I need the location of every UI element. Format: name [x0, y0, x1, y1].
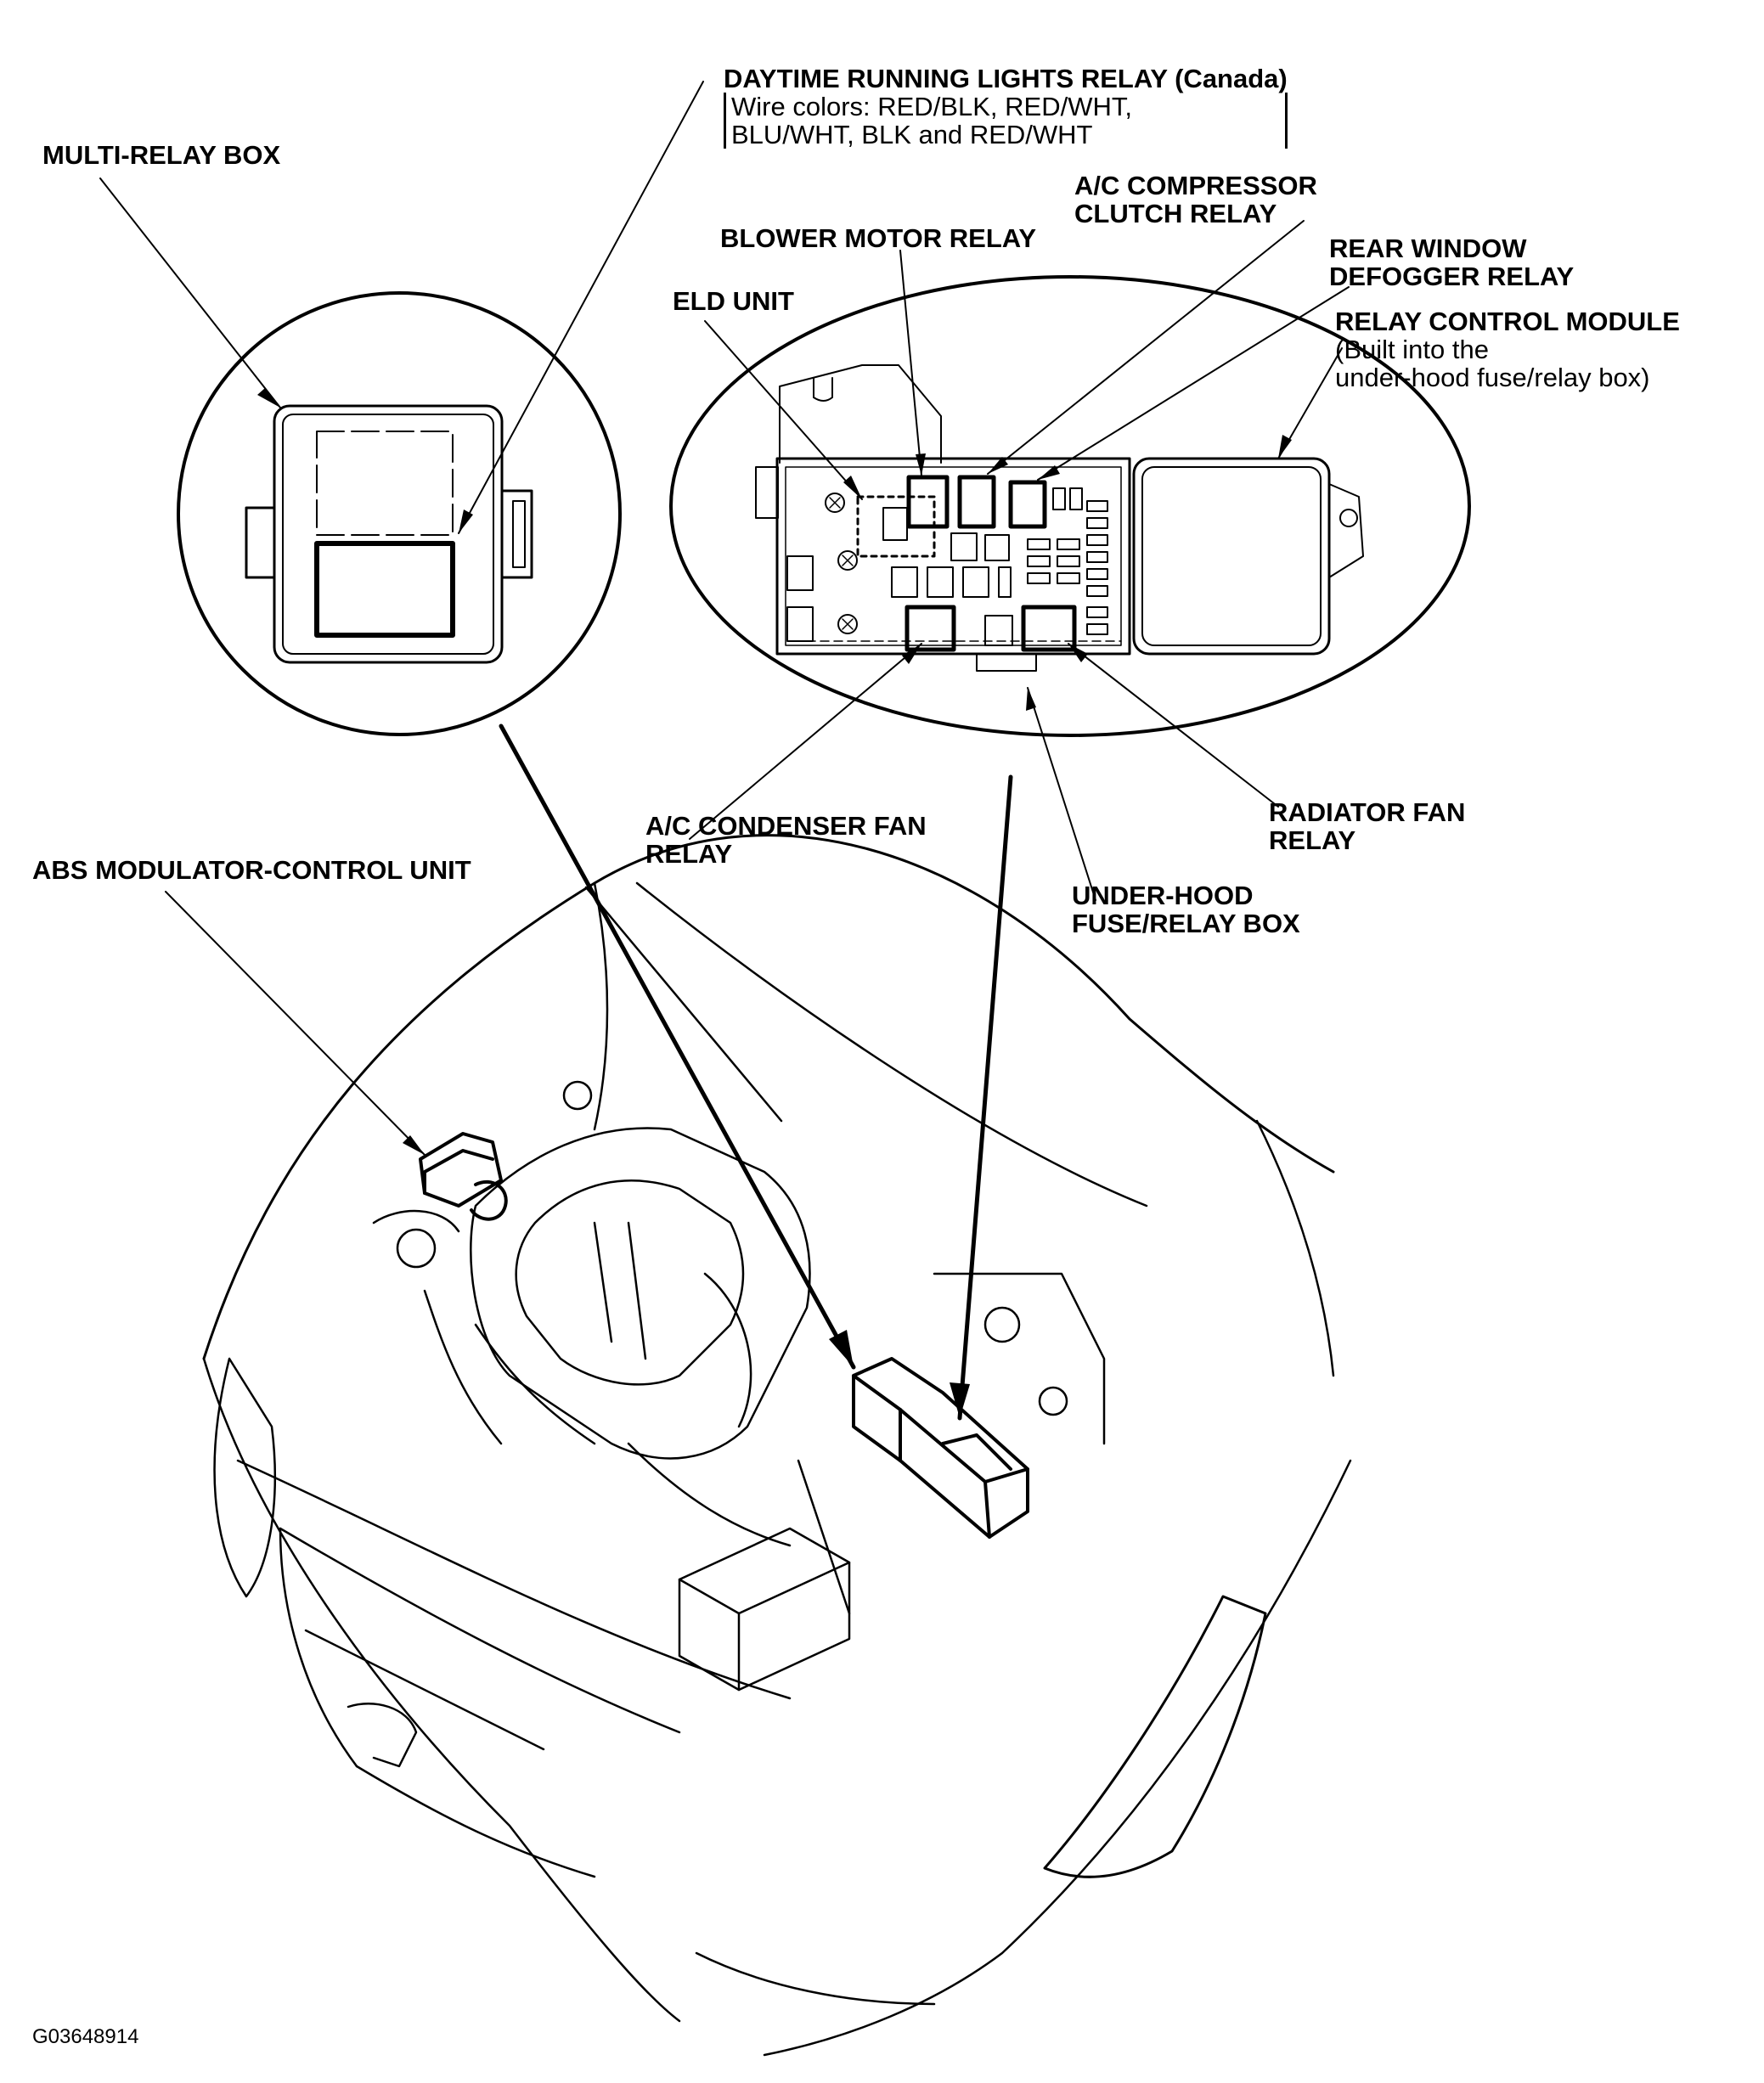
label-relay-control-module: RELAY CONTROL MODULE (Built into the und… — [1335, 307, 1680, 392]
under-hood-fuse-relay-box-part — [852, 1357, 1029, 1539]
figure-code: G03648914 — [32, 2025, 139, 2048]
leader-multi-relay-box — [99, 177, 281, 408]
drl-relay-wire-colors-1: Wire colors: RED/BLK, RED/WHT, — [731, 92, 1132, 121]
drl-relay-qualifier: (Canada) — [1175, 64, 1288, 93]
leader-daytime-running-lights-relay — [458, 81, 704, 534]
label-blower-motor-relay: BLOWER MOTOR RELAY — [720, 223, 1037, 253]
leader-under-hood-fuse-relay-box — [1027, 687, 1096, 901]
leader-ac-compressor-clutch-relay — [987, 220, 1305, 475]
leader-lines — [99, 81, 1350, 1156]
blower-motor-relay-marker — [906, 475, 950, 529]
label-rear-window-defogger-relay: REAR WINDOW DEFOGGER RELAY — [1329, 234, 1575, 291]
under-hood-fuse-relay-box-detail — [669, 275, 1471, 737]
label-ac-compressor-clutch-relay: A/C COMPRESSOR CLUTCH RELAY — [1074, 171, 1317, 228]
label-abs-modulator-control-unit: ABS MODULATOR-CONTROL UNIT — [32, 855, 471, 885]
leader-rear-window-defogger-relay — [1037, 286, 1350, 481]
leader-abs-modulator-control-unit — [165, 891, 426, 1156]
rear-window-defogger-relay-marker — [1008, 480, 1047, 529]
ac-condenser-fan-relay-marker — [905, 605, 956, 652]
leader-blower-motor-relay — [899, 250, 922, 476]
engine-compartment-drawing — [202, 834, 1352, 2057]
leader-radiator-fan-relay — [1068, 643, 1279, 808]
arrow-multi-relay-box — [499, 723, 856, 1370]
daytime-running-lights-relay-marker — [314, 541, 455, 638]
callout-arrows — [499, 723, 1013, 1421]
label-under-hood-fuse-relay-box: UNDER-HOOD FUSE/RELAY BOX — [1072, 881, 1300, 938]
arrow-under-hood-fuse-relay-box — [957, 774, 1013, 1421]
ac-compressor-clutch-relay-marker — [957, 475, 996, 529]
arrowheads — [257, 388, 1292, 1418]
drl-relay-title: DAYTIME RUNNING LIGHTS RELAY — [724, 64, 1168, 93]
drl-relay-wire-colors-2: BLU/WHT, BLK and RED/WHT — [731, 120, 1093, 149]
radiator-fan-relay-marker — [1021, 605, 1077, 652]
label-multi-relay-box: MULTI-RELAY BOX — [42, 140, 281, 170]
leader-ac-condenser-fan-relay — [689, 643, 922, 840]
label-ac-condenser-fan-relay: A/C CONDENSER FAN RELAY — [645, 811, 927, 869]
abs-modulator-control-unit-part — [419, 1132, 508, 1221]
leader-eld-unit — [704, 320, 863, 500]
multi-relay-box-detail — [177, 291, 622, 736]
label-radiator-fan-relay: RADIATOR FAN RELAY — [1269, 797, 1466, 855]
label-eld-unit: ELD UNIT — [673, 286, 794, 316]
label-daytime-running-lights-relay: DAYTIME RUNNING LIGHTS RELAY (Canada) Wi… — [724, 65, 1288, 149]
